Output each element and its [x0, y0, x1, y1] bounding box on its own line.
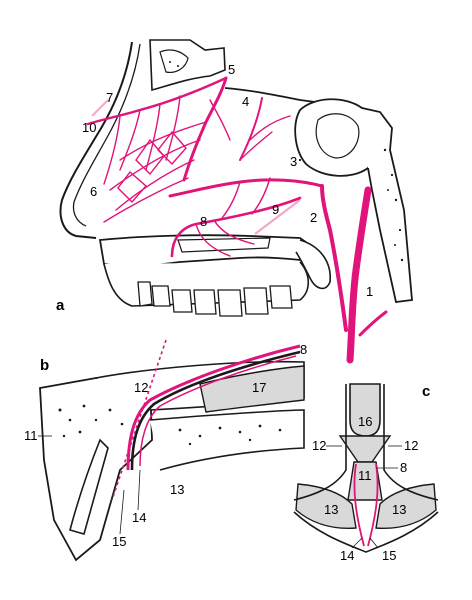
label-c-15: 15 — [382, 548, 396, 563]
label-c-12-left: 12 — [312, 438, 326, 453]
label-c-13-right: 13 — [392, 502, 406, 517]
label-b-8: 8 — [300, 342, 307, 357]
labels-panel-b: 8 11 12 13 14 15 17 b — [24, 342, 307, 549]
artery-3-sphenopalatine — [168, 178, 324, 198]
artery-1-branch — [320, 184, 348, 332]
label-c-16: 16 — [358, 414, 372, 429]
bone-speckle-b — [58, 404, 282, 446]
panel-label-c: c — [422, 383, 430, 400]
nasal-skin-inner — [72, 43, 141, 227]
artery-1-trunk — [346, 186, 372, 364]
canal-b — [130, 350, 301, 471]
label-b-17: 17 — [252, 380, 266, 395]
label-c-12-right: 12 — [404, 438, 418, 453]
label-b-14: 14 — [132, 510, 146, 525]
label-c-8: 8 — [400, 460, 407, 475]
nasal-roof — [224, 87, 346, 107]
label-b-13: 13 — [170, 482, 184, 497]
artery-1-side — [358, 310, 388, 337]
label-a-5: 5 — [228, 62, 235, 77]
septal-light-vessel — [91, 99, 109, 117]
label-a-6: 6 — [90, 184, 97, 199]
label-b-15: 15 — [112, 534, 126, 549]
label-c-13-left: 13 — [324, 502, 338, 517]
incision-line-b — [111, 339, 167, 501]
vessel-b-8 — [126, 344, 301, 471]
label-a-7: 7 — [106, 90, 113, 105]
label-a-9: 9 — [272, 202, 279, 217]
vessel-c-right — [367, 463, 379, 547]
soft-palate — [295, 239, 331, 290]
vomer-line — [254, 199, 301, 235]
label-a-3: 3 — [290, 154, 297, 169]
label-a-2: 2 — [310, 210, 317, 225]
labels-panel-a: 1 2 3 4 5 6 7 8 9 10 a — [56, 62, 373, 314]
vessel-b-inner — [139, 355, 297, 467]
region-12 — [338, 435, 392, 463]
outline-c — [293, 384, 439, 553]
labels-panel-c: 8 11 12 12 13 13 14 15 16 c — [312, 383, 430, 563]
sphenoid-inner — [315, 113, 360, 159]
tooth-b — [69, 438, 109, 535]
label-c-14: 14 — [340, 548, 354, 563]
vessel-c-left — [353, 463, 365, 547]
bone-speckle-a — [169, 61, 404, 262]
region-17-shaded — [199, 365, 305, 413]
clivus-skull-base — [361, 107, 413, 303]
panel-label-a: a — [56, 297, 65, 314]
panel-b-coronal-section — [39, 339, 305, 562]
panel-c-cross-section — [293, 383, 439, 553]
leader-lines — [38, 435, 402, 549]
label-a-8: 8 — [200, 214, 207, 229]
label-b-11: 11 — [24, 428, 38, 443]
label-a-1: 1 — [366, 284, 373, 299]
label-a-10: 10 — [82, 120, 96, 135]
frontal-sinus-spongy — [159, 49, 189, 73]
artery-4-posterior — [239, 97, 263, 161]
panel-a-sagittal-nasal-cavity — [59, 39, 413, 364]
panel-label-b: b — [40, 357, 49, 374]
artery-8-palatine — [170, 196, 302, 258]
palatal-shelf-b — [149, 409, 305, 471]
label-c-11: 11 — [358, 468, 372, 483]
fine-branches — [103, 95, 291, 257]
nasal-dorsum-outline — [59, 41, 133, 239]
label-a-4: 4 — [242, 94, 249, 109]
vessel-network-a — [86, 76, 388, 364]
region-11 — [347, 461, 383, 501]
teeth-row — [137, 281, 293, 317]
label-b-12: 12 — [134, 380, 148, 395]
